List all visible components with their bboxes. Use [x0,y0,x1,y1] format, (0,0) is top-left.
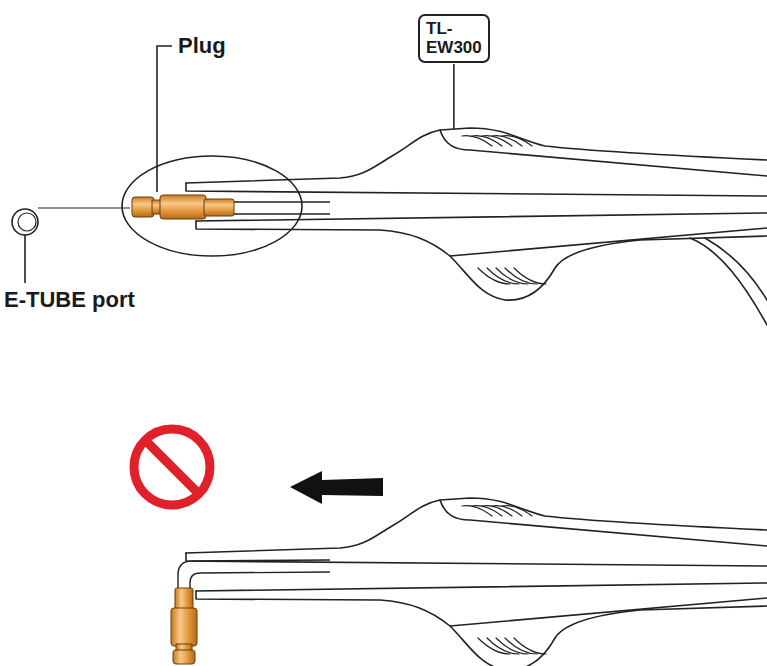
part-label: E-TUBE port [4,287,135,313]
crimp-tool [186,498,767,666]
leader-line [24,235,26,283]
detail-circle [122,156,302,256]
bent-cable [178,560,330,590]
leader-line [157,46,172,192]
tool-model: TL- EW300 [426,19,482,57]
cable [690,238,767,325]
part-label: Plug [178,33,226,59]
tool-outline [186,498,767,553]
tool-outline [196,221,767,300]
tool-outline [186,128,767,183]
e-tube-port-inner [18,213,36,231]
tool-outline [450,598,767,626]
crimp-tool [186,128,767,325]
tool-outline [440,500,767,546]
tool-outline [186,553,767,566]
prohibition-sign [134,429,210,505]
grip-ridge [502,136,532,146]
tool-outline [450,228,767,256]
grip-ridge [514,638,546,654]
tool-outline [196,591,767,666]
tool-outline [196,583,767,591]
tool-outline [186,183,767,196]
alignment-line [38,208,130,209]
direction-arrow [290,471,383,504]
leader-line [453,64,455,129]
cable [705,238,767,300]
grip-ridge [502,506,532,516]
e-tube-port [12,209,38,235]
grip-ridge [514,268,546,284]
tool-label-box: TL- EW300 [418,14,490,63]
plug-bottom [171,588,197,664]
tool-outline [196,213,767,221]
tool-outline [440,130,767,176]
